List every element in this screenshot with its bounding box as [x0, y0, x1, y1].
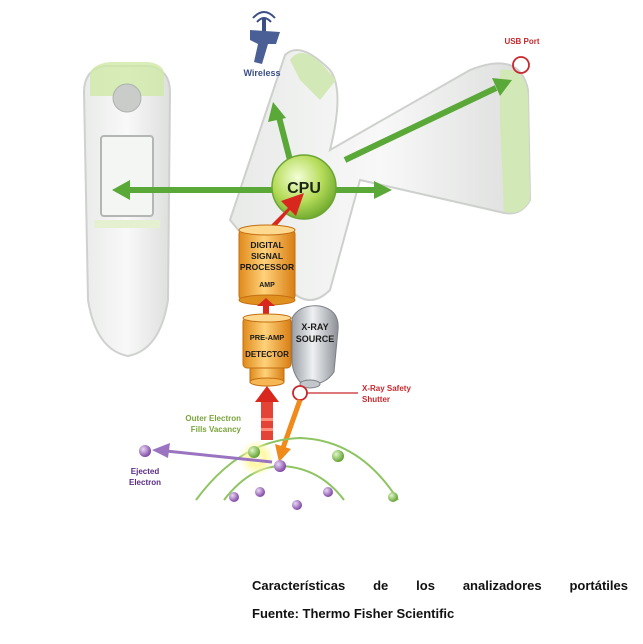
figure-caption-source: Fuente: Thermo Fisher Scientific [252, 606, 455, 621]
arrow-detector-to-dsp [257, 298, 275, 318]
figure-caption-title: Características de los analizadores port… [252, 578, 628, 593]
electron-4 [255, 487, 265, 497]
arrow-cpu-to-grip-head [374, 181, 392, 199]
usb-port-label: USB Port [504, 37, 539, 46]
analyzer-gun-view [228, 49, 532, 301]
electron-3 [229, 492, 239, 502]
electron-ejected [139, 445, 151, 457]
wireless-antenna-icon [250, 11, 280, 64]
outer-electron-label-line2: Fills Vacancy [191, 425, 242, 434]
caption-word: de [373, 578, 389, 593]
arrow-cpu-to-usb-head [492, 78, 512, 96]
ejection-path [165, 449, 273, 464]
caption-word: analizadores [462, 578, 542, 593]
fluorescence-glow [239, 440, 275, 476]
detector-module [242, 313, 292, 387]
shutter-marker [292, 385, 308, 401]
electron-7 [388, 492, 398, 502]
xray-source-label-line2: SOURCE [296, 334, 335, 344]
pre-amp-label: PRE-AMP [250, 333, 285, 342]
arrow-cpu-to-wireless-head [268, 102, 286, 122]
electron-outer [332, 450, 344, 462]
dsp-module [238, 224, 296, 306]
caption-word: Características [252, 578, 346, 593]
ejected-electron-label-line2: Electron [129, 478, 161, 487]
caption-word: los [416, 578, 435, 593]
electron-vacancy [248, 446, 260, 458]
ejected-electron-label-line1: Ejected [131, 467, 160, 476]
ejection-path-head [152, 443, 170, 458]
xray-source-label-line1: X-RAY [301, 322, 328, 332]
xray-beam-arrow [275, 399, 303, 462]
amp-label: AMP [259, 282, 275, 289]
electron-6 [292, 500, 302, 510]
atom-illustration [139, 436, 399, 510]
usb-port-marker [512, 56, 530, 74]
arrow-cpu-to-wireless [276, 116, 293, 161]
cpu-label: CPU [287, 180, 321, 197]
fluorescence-arrow [255, 386, 279, 440]
dsp-label-line3: PROCESSOR [240, 262, 294, 272]
electron-inner [274, 460, 286, 472]
arrow-cpu-to-display-head [112, 180, 130, 200]
detector-label: DETECTOR [245, 350, 289, 359]
dsp-label-line1: DIGITAL [250, 240, 283, 250]
arrow-cpu-to-usb [343, 85, 498, 163]
xrf-analyzer-diagram: Wireless USB Port CPU DIGITAL SIGNAL PRO… [82, 11, 540, 510]
outer-electron-label-line1: Outer Electron [185, 414, 241, 423]
wireless-label: Wireless [244, 68, 281, 78]
data-flow-arrows [112, 78, 512, 200]
dsp-label-line2: SIGNAL [251, 251, 283, 261]
caption-word: portátiles [569, 578, 628, 593]
shutter-label-line1: X-Ray Safety [362, 384, 411, 393]
shutter-label-line2: Shutter [362, 395, 390, 404]
xray-source-module [291, 305, 339, 389]
analyzer-front-view [82, 62, 172, 358]
electron-5 [323, 487, 333, 497]
